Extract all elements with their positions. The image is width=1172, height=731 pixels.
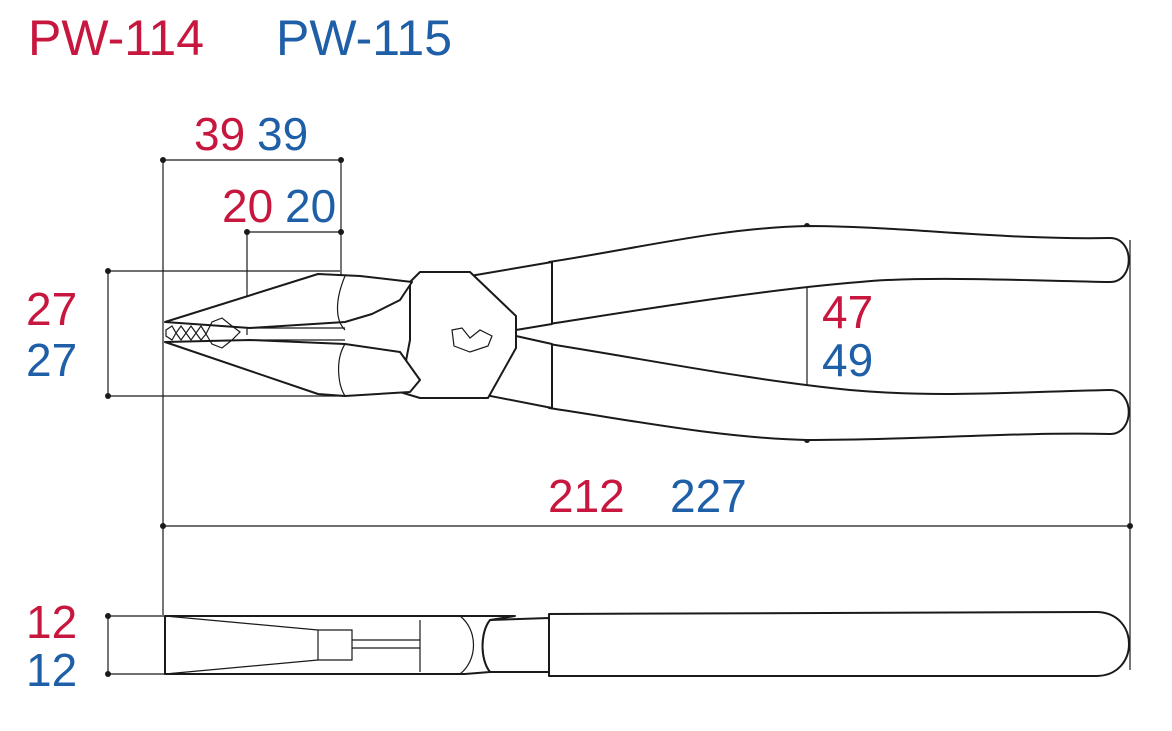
head-width-b: 27: [26, 334, 77, 386]
head-width-a: 27: [26, 283, 77, 335]
jaw-length-a: 39: [194, 108, 245, 160]
overall-length-a: 212: [548, 470, 625, 522]
dimension-lines: [107, 159, 1131, 675]
pliers-top-view: [164, 225, 1130, 441]
model-name-pw114: PW-114: [28, 10, 204, 66]
side-head: [164, 615, 516, 675]
upper-jaw: [164, 273, 413, 329]
lower-jaw: [164, 339, 421, 397]
thickness-b: 12: [26, 644, 77, 696]
model-name-pw115: PW-115: [276, 10, 452, 66]
thickness-a: 12: [26, 596, 77, 648]
handle-width-b: 49: [822, 334, 873, 386]
handle-width-a: 47: [822, 286, 873, 338]
pliers-side-view: [164, 611, 1130, 677]
lower-handle: [548, 343, 1130, 441]
cutter-length-b: 20: [285, 180, 336, 232]
cutter-length-a: 20: [222, 180, 273, 232]
overall-length-b: 227: [670, 470, 747, 522]
jaw-length-b: 39: [257, 108, 308, 160]
side-handle: [548, 611, 1130, 677]
upper-handle: [548, 225, 1130, 325]
jaw-teeth: [165, 317, 241, 349]
